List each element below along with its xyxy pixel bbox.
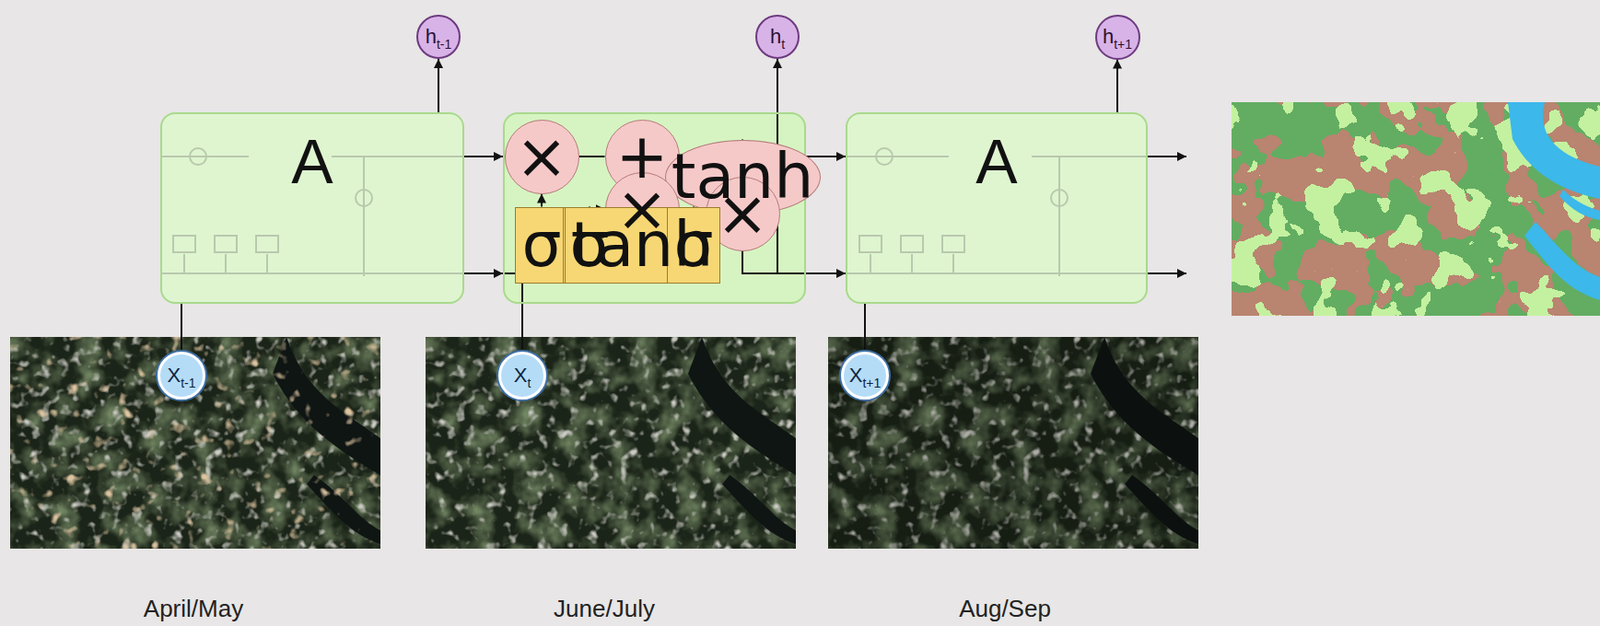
faded-op (875, 148, 893, 165)
text-group: ht+1 (1102, 25, 1133, 48)
text-group: Xt (513, 364, 532, 387)
connector (864, 303, 866, 352)
faded-op (355, 189, 373, 207)
outgoing-arrow (1147, 155, 1187, 158)
node-label: h (425, 25, 437, 48)
connector (1116, 59, 1119, 114)
text-group: ht (770, 25, 785, 48)
node-label: X (849, 364, 864, 387)
hidden-state-circle: ht-1 (416, 14, 461, 59)
node-label: × (716, 179, 770, 249)
pointwise-multiply: × (504, 119, 580, 195)
faded-gate (214, 235, 237, 253)
lstm-cell: A (160, 112, 465, 304)
sigmoid-gate: σ (514, 207, 569, 284)
faded-op (189, 148, 207, 165)
subscript-label: t (781, 37, 785, 52)
bare-fields (10, 337, 381, 549)
text-group: × (716, 179, 770, 249)
connector (540, 194, 543, 208)
text-group: Xt+1 (849, 364, 882, 387)
forest-class (1231, 102, 1600, 316)
period-label: June/July (553, 595, 655, 624)
impervious-class (1231, 102, 1600, 316)
node-label: σ (521, 210, 561, 281)
period-label: Aug/Sep (958, 595, 1052, 624)
connector (579, 155, 606, 158)
cell-fill (845, 112, 1148, 304)
faded-gate (900, 235, 923, 253)
text-group: × (515, 122, 569, 192)
node-label: σ (673, 210, 713, 281)
node-label: A (975, 127, 1017, 197)
outgoing-arrow (1147, 272, 1187, 275)
subscript-label: t+1 (1113, 37, 1133, 52)
text-group: Xt-1 (166, 364, 196, 387)
connector (521, 303, 524, 352)
text-group: ht-1 (425, 25, 453, 48)
season-shade (828, 337, 1199, 549)
sigmoid-gate: σ (666, 207, 721, 284)
pointwise-multiply: × (705, 176, 781, 252)
connector (805, 272, 846, 275)
hidden-state-circle: ht+1 (1095, 14, 1141, 60)
water-class (1507, 102, 1600, 199)
input-circle: Xt (498, 351, 547, 400)
input-circle: Xt+1 (840, 351, 889, 400)
node-label: X (166, 364, 181, 387)
text-group: σ (521, 210, 561, 281)
satellite-image-april (10, 337, 381, 549)
text-group: A (975, 127, 1017, 197)
faded-gate (942, 235, 965, 253)
water-class (1559, 189, 1600, 221)
node-label: h (770, 25, 782, 48)
node-label: A (291, 127, 333, 197)
satellite-image-august (828, 337, 1199, 549)
connector (180, 303, 183, 352)
cell-fill (160, 112, 465, 304)
faded-gate (859, 235, 882, 253)
lstm-cell-expanded: ×+tanh××σσtanhσ (502, 112, 806, 304)
urban-class (1231, 102, 1600, 316)
text-group: σ (673, 210, 713, 281)
connector (464, 272, 503, 275)
node-label: h (1102, 25, 1114, 48)
land-cover-map (1231, 102, 1600, 316)
node-label: X (513, 364, 528, 387)
connector (437, 58, 440, 113)
satellite-image-june (425, 337, 796, 549)
subscript-label: t-1 (180, 376, 196, 391)
connector (776, 58, 779, 113)
cell-wiring (502, 112, 1187, 304)
subscript-label: t-1 (436, 37, 452, 52)
subscript-label: t (526, 376, 531, 391)
text-group: A (291, 127, 333, 197)
faded-gate (256, 235, 279, 253)
period-label: April/May (143, 595, 244, 624)
subscript-label: t+1 (862, 376, 881, 391)
input-circle: Xt-1 (157, 351, 206, 400)
water-class (1524, 221, 1600, 301)
connector (464, 155, 503, 158)
node-label: × (515, 122, 569, 192)
hidden-state-circle: ht (755, 14, 800, 59)
faded-op (1051, 189, 1068, 207)
faded-gate (173, 235, 196, 253)
lstm-cell: A (845, 112, 1148, 304)
grass-class (1231, 102, 1600, 316)
